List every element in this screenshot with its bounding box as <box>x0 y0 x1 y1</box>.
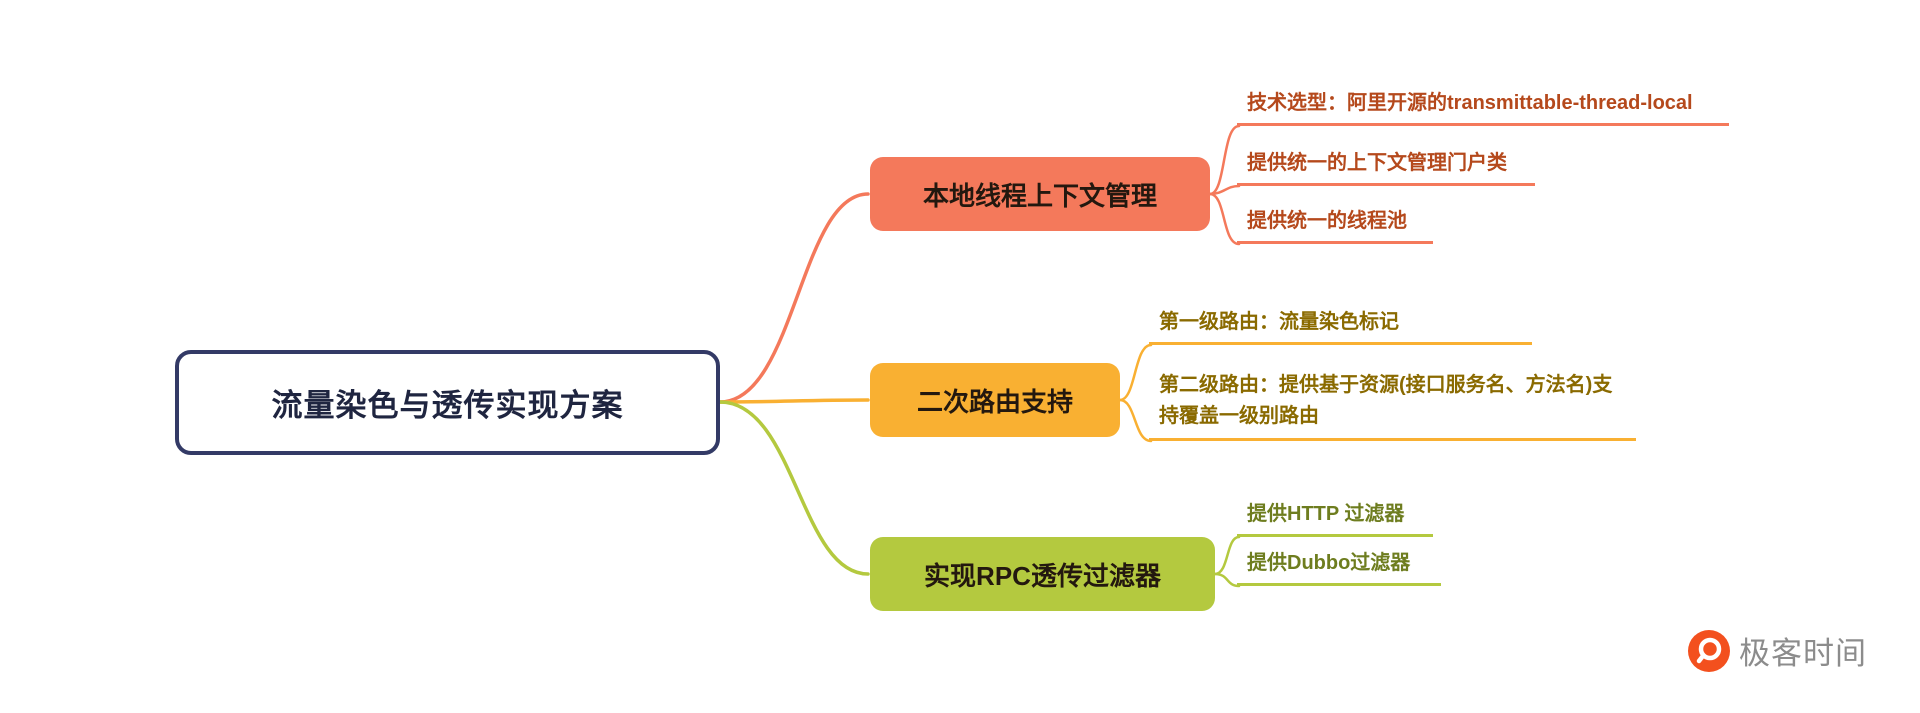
leaf-node: 技术选型：阿里开源的transmittable-thread-local <box>1237 90 1729 126</box>
leaf-label: 提供Dubbo过滤器 <box>1247 552 1411 574</box>
connector-root-branch2 <box>718 398 870 404</box>
branch-label: 实现RPC透传过滤器 <box>924 560 1161 591</box>
connector-branch3-leaf1 <box>1213 535 1241 576</box>
connector-branch1-leaf2 <box>1208 184 1241 196</box>
leaf-label: 第二级路由：提供基于资源(接口服务名、方法名)支持覆盖一级别路由 <box>1159 374 1613 427</box>
connector-root-branch3 <box>718 400 870 576</box>
connector-root-branch1 <box>718 192 870 404</box>
branch-node-secondary-routing: 二次路由支持 <box>870 363 1120 437</box>
branch-node-rpc-filter: 实现RPC透传过滤器 <box>870 537 1215 611</box>
connector-branch2-leaf2 <box>1118 398 1153 443</box>
connector-branch1-leaf1 <box>1208 124 1241 196</box>
geektime-logo-icon <box>1688 629 1730 672</box>
leaf-node: 第二级路由：提供基于资源(接口服务名、方法名)支持覆盖一级别路由 <box>1149 369 1636 441</box>
root-topic-node: 流量染色与透传实现方案 <box>175 350 720 455</box>
leaf-node: 提供统一的线程池 <box>1237 208 1433 244</box>
leaf-node: 提供统一的上下文管理门户类 <box>1237 150 1535 186</box>
branch-label: 本地线程上下文管理 <box>922 180 1157 211</box>
leaf-label: 提供统一的上下文管理门户类 <box>1247 152 1507 174</box>
connector-branch3-leaf2 <box>1213 572 1241 588</box>
leaf-label: 提供统一的线程池 <box>1247 210 1407 232</box>
root-topic-label: 流量染色与透传实现方案 <box>271 388 624 423</box>
leaf-label: 提供HTTP 过滤器 <box>1247 503 1405 525</box>
leaf-label: 第一级路由：流量染色标记 <box>1159 311 1399 333</box>
branch-label: 二次路由支持 <box>916 386 1073 417</box>
leaf-label: 技术选型：阿里开源的transmittable-thread-local <box>1247 92 1693 114</box>
branch-node-thread-context: 本地线程上下文管理 <box>870 157 1210 231</box>
brand-watermark: 极客时间 <box>1688 628 1867 673</box>
leaf-node: 提供Dubbo过滤器 <box>1237 550 1441 586</box>
connector-branch1-leaf3 <box>1208 192 1241 246</box>
leaf-node: 第一级路由：流量染色标记 <box>1149 309 1532 345</box>
connector-branch2-leaf1 <box>1118 343 1153 402</box>
brand-name: 极客时间 <box>1739 636 1867 671</box>
leaf-node: 提供HTTP 过滤器 <box>1237 501 1433 537</box>
